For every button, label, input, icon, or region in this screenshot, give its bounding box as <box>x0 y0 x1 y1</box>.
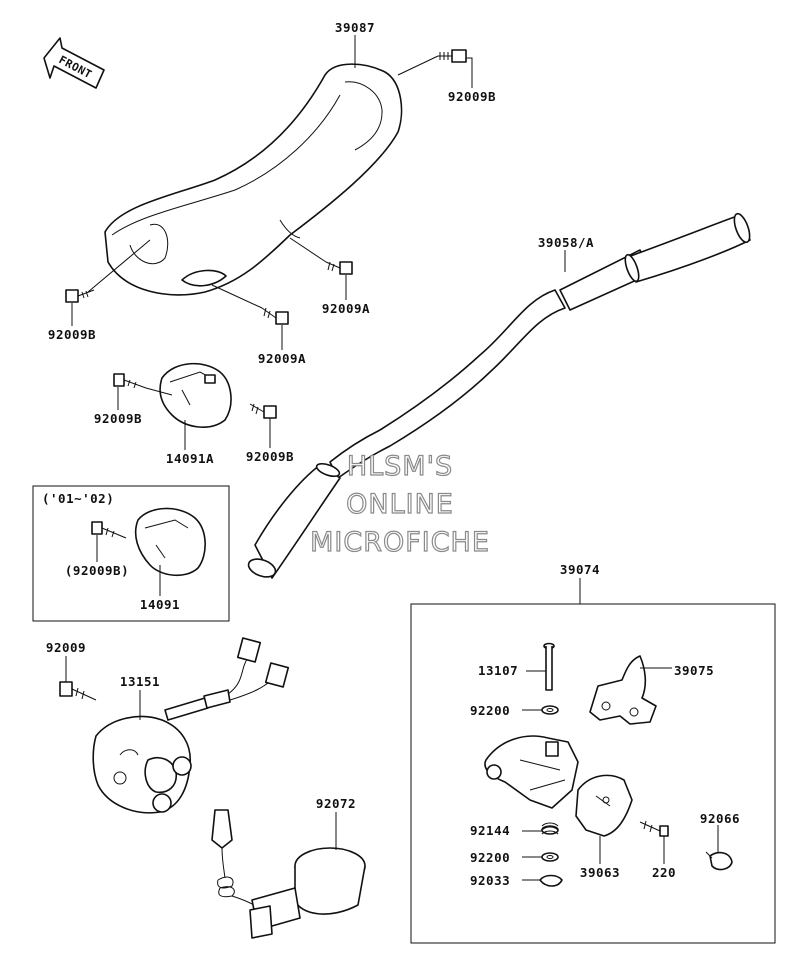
switch-assembly-13151-drawing <box>92 637 290 814</box>
screw-220-drawing <box>639 820 669 837</box>
washer-92200-top <box>541 705 559 715</box>
callout-39074: 39074 <box>560 562 600 577</box>
callout-92009B: 92009B <box>94 411 142 426</box>
callout-92009B: 92009B <box>246 449 294 464</box>
screw-92009A-right <box>325 261 353 275</box>
screw-92009B-left-mid <box>113 373 147 389</box>
screw-92009-left <box>59 681 97 701</box>
callout-13151: 13151 <box>120 674 160 689</box>
callout-14091A: 14091A <box>166 451 214 466</box>
callout-92009B: 92009B <box>48 327 96 342</box>
washer-hole-top <box>546 708 554 712</box>
block-39063-drawing <box>575 774 633 837</box>
callout-92066: 92066 <box>700 811 740 826</box>
callout-labels: 39087 92009B 92009B 92009A 92009A 39058/… <box>42 20 740 888</box>
callout-39063: 39063 <box>580 865 620 880</box>
callout-92033: 92033 <box>470 873 510 888</box>
screw-92009B-top <box>438 49 467 63</box>
callout-92072: 92072 <box>316 796 356 811</box>
watermark-line-2: ONLINE <box>346 489 454 520</box>
screw-92009B-right-mid <box>249 403 277 419</box>
callout-92009B-paren: (92009B) <box>65 563 129 578</box>
pin-13107-drawing <box>543 642 555 691</box>
handlebar-drawing <box>247 212 751 579</box>
inset-box-01-02 <box>32 485 230 622</box>
cap-92066-drawing <box>705 851 733 871</box>
callout-39075: 39075 <box>674 663 714 678</box>
callout-92144: 92144 <box>470 823 510 838</box>
bracket-39075-drawing <box>589 655 657 725</box>
front-arrow-icon: FRONT <box>43 37 105 89</box>
callout-39087: 39087 <box>335 20 375 35</box>
callout-92009B: 92009B <box>448 89 496 104</box>
callout-13107: 13107 <box>478 663 518 678</box>
switch-housing-14091A-drawing <box>159 362 232 428</box>
lever-housing-drawing <box>484 735 579 809</box>
callout-92200: 92200 <box>470 850 510 865</box>
assembly-box-39074 <box>410 603 776 944</box>
watermark-line-1: HLSM'S <box>347 451 453 482</box>
screw-92009A-mid <box>261 307 289 325</box>
callout-years: ('01~'02) <box>42 491 114 506</box>
handlebar-cover-drawing <box>104 63 403 296</box>
callout-92009: 92009 <box>46 640 86 655</box>
callout-92009A: 92009A <box>258 351 306 366</box>
washer-hole-bottom <box>546 855 554 859</box>
washer-92200-bottom <box>541 852 559 862</box>
watermark: HLSM'S ONLINE MICROFICHE <box>309 450 490 558</box>
callout-92009A: 92009A <box>322 301 370 316</box>
lanyard-clip-92072-drawing <box>211 809 366 939</box>
e-clip-92033 <box>539 874 563 887</box>
callout-220: 220 <box>652 865 676 880</box>
callout-39058A: 39058/A <box>538 235 594 250</box>
leader-lines <box>65 35 719 881</box>
spring-92144-drawing <box>541 822 559 835</box>
callout-14091: 14091 <box>140 597 180 612</box>
watermark-line-3: MICROFICHE <box>310 527 490 558</box>
screw-92009B-left <box>65 289 95 303</box>
callout-92200: 92200 <box>470 703 510 718</box>
